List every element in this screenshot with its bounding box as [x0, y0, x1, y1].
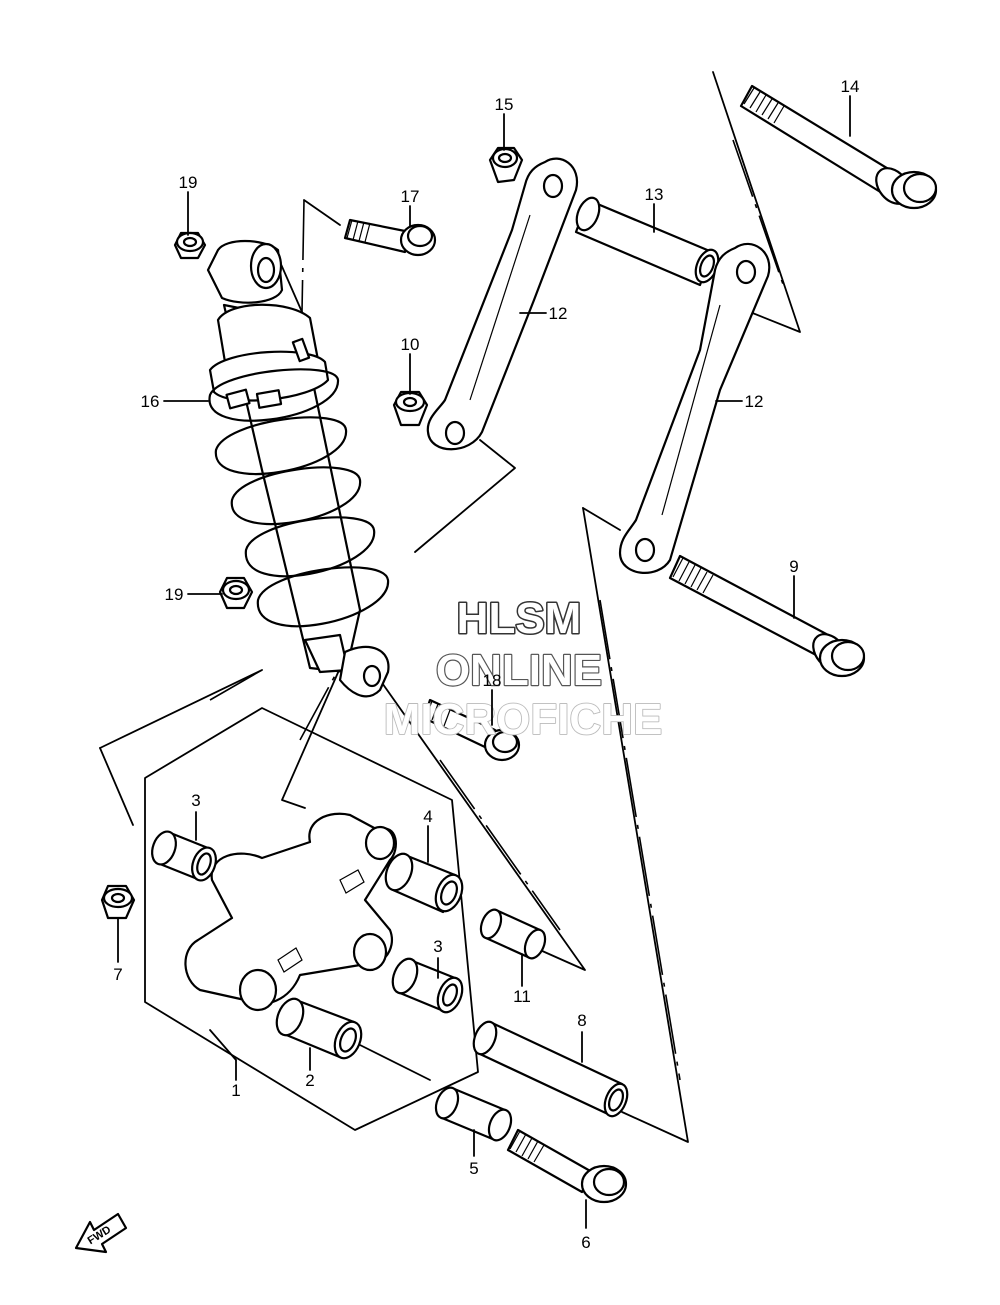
nut-19-lower[interactable] — [218, 576, 254, 610]
callout-1[interactable]: 1 — [231, 1081, 240, 1100]
link-rod-12-left[interactable] — [426, 157, 579, 451]
callout-19-top[interactable]: 19 — [179, 173, 198, 192]
watermark-line2: ONLINE — [436, 646, 602, 695]
shock-absorber-16[interactable] — [206, 240, 390, 698]
bearing-3-left[interactable] — [148, 828, 220, 883]
nut-15[interactable] — [488, 146, 524, 184]
callout-15[interactable]: 15 — [495, 95, 514, 114]
bearing-3-right[interactable] — [388, 955, 467, 1016]
callout-19-lower[interactable]: 19 — [165, 585, 184, 604]
callout-12-left[interactable]: 12 — [549, 304, 568, 323]
spacer-5[interactable] — [432, 1084, 516, 1143]
bearing-4[interactable] — [381, 850, 467, 915]
callout-16[interactable]: 16 — [141, 392, 160, 411]
callout-12-right[interactable]: 12 — [745, 392, 764, 411]
bolt-14[interactable] — [739, 84, 938, 210]
callout-5[interactable]: 5 — [469, 1159, 478, 1178]
spacer-11[interactable] — [477, 907, 549, 962]
callout-17[interactable]: 17 — [401, 187, 420, 206]
callout-4[interactable]: 4 — [423, 807, 432, 826]
callout-10[interactable]: 10 — [401, 335, 420, 354]
callout-7[interactable]: 7 — [113, 965, 122, 984]
callout-2[interactable]: 2 — [305, 1071, 314, 1090]
callout-6[interactable]: 6 — [581, 1233, 590, 1252]
fwd-arrow: FWD — [74, 1212, 128, 1254]
bolt-17[interactable] — [343, 218, 437, 257]
spacer-8[interactable] — [469, 1018, 631, 1119]
callout-8[interactable]: 8 — [577, 1011, 586, 1030]
callout-9[interactable]: 9 — [789, 557, 798, 576]
bolt-9[interactable] — [668, 554, 866, 678]
pin-13[interactable] — [572, 194, 722, 287]
callout-3-left[interactable]: 3 — [191, 791, 200, 810]
callout-11[interactable]: 11 — [513, 987, 531, 1006]
lever-assembly-frame — [144, 707, 479, 1131]
assembly-reference-lines — [99, 71, 801, 1143]
callout-18[interactable]: 18 — [483, 671, 502, 690]
bolt-6[interactable] — [506, 1128, 628, 1204]
callout-13[interactable]: 13 — [645, 185, 664, 204]
callout-leaders — [117, 95, 851, 1229]
callout-labels: 1 2 3 3 4 5 6 7 8 9 10 11 12 12 13 14 15… — [113, 77, 859, 1252]
callout-14[interactable]: 14 — [841, 77, 860, 96]
nut-7[interactable] — [100, 884, 136, 920]
watermark-line1: HLSM — [457, 594, 582, 643]
callout-3-right[interactable]: 3 — [433, 937, 442, 956]
bolt-18[interactable] — [422, 698, 521, 762]
watermark-line3: MICROFICHE — [384, 695, 663, 744]
cushion-lever-1[interactable] — [184, 812, 397, 1012]
watermark: HLSM ONLINE MICROFICHE — [383, 593, 663, 745]
nut-19-top[interactable] — [173, 231, 207, 260]
bearing-2[interactable] — [272, 995, 366, 1062]
nut-10[interactable] — [392, 390, 429, 427]
link-rod-12-right[interactable] — [618, 242, 771, 574]
